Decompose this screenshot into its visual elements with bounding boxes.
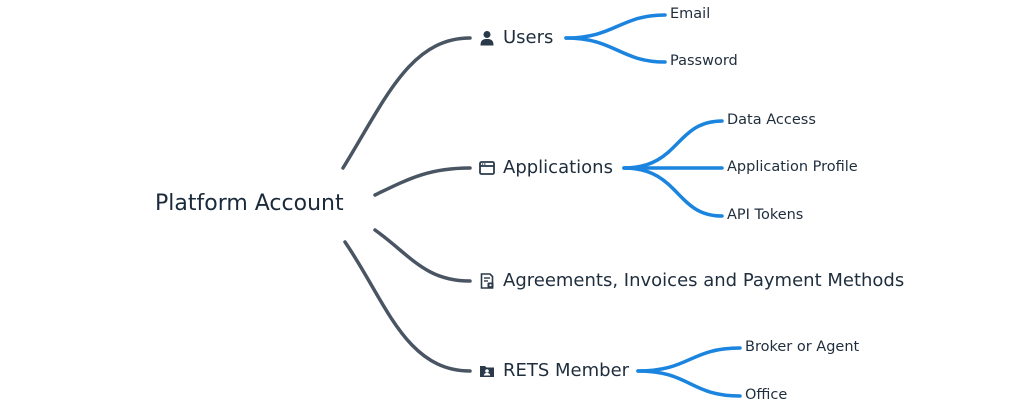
leaf-label: Application Profile xyxy=(727,159,858,175)
branch-label-users: Users xyxy=(503,27,554,48)
leaf-office[interactable]: Office xyxy=(745,387,787,403)
branch-agreements[interactable]: Agreements, Invoices and Payment Methods xyxy=(479,270,904,291)
branch-label-applications: Applications xyxy=(503,157,613,178)
root-node[interactable]: Platform Account xyxy=(155,191,344,216)
link-root-rets xyxy=(343,240,472,373)
root-label: Platform Account xyxy=(155,191,344,216)
branch-users[interactable]: Users xyxy=(479,27,553,48)
link-root-agreements xyxy=(373,228,472,283)
leaf-api-tokens[interactable]: API Tokens xyxy=(727,207,803,223)
user-icon xyxy=(479,30,495,46)
link-rets-office xyxy=(636,369,742,398)
link-users-email xyxy=(564,13,667,40)
branch-label-rets-member: RETS Member xyxy=(503,360,630,381)
leaf-label: Data Access xyxy=(727,112,816,128)
leaf-label: Email xyxy=(670,6,711,22)
link-applications-api-tokens xyxy=(622,166,724,218)
link-root-users xyxy=(341,36,472,170)
link-users-password xyxy=(564,36,667,64)
leaf-email[interactable]: Email xyxy=(670,6,710,22)
link-applications-data-access xyxy=(622,119,724,170)
leaf-label: API Tokens xyxy=(727,207,804,223)
leaf-application-profile[interactable]: Application Profile xyxy=(727,159,858,175)
leaf-data-access[interactable]: Data Access xyxy=(727,112,816,128)
leaf-broker-or-agent[interactable]: Broker or Agent xyxy=(745,339,859,355)
branch-rets-member[interactable]: RETS Member xyxy=(479,360,629,381)
folder-user-icon xyxy=(479,363,495,379)
leaf-password[interactable]: Password xyxy=(670,53,738,69)
window-icon xyxy=(479,160,495,176)
link-rets-broker xyxy=(636,346,742,373)
branch-applications[interactable]: Applications xyxy=(479,157,613,178)
link-root-applications xyxy=(373,166,472,197)
leaf-label: Password xyxy=(670,53,738,69)
leaf-label: Office xyxy=(745,387,788,403)
leaf-label: Broker or Agent xyxy=(745,339,860,355)
receipt-icon xyxy=(479,272,495,289)
branch-label-agreements: Agreements, Invoices and Payment Methods xyxy=(503,270,905,291)
